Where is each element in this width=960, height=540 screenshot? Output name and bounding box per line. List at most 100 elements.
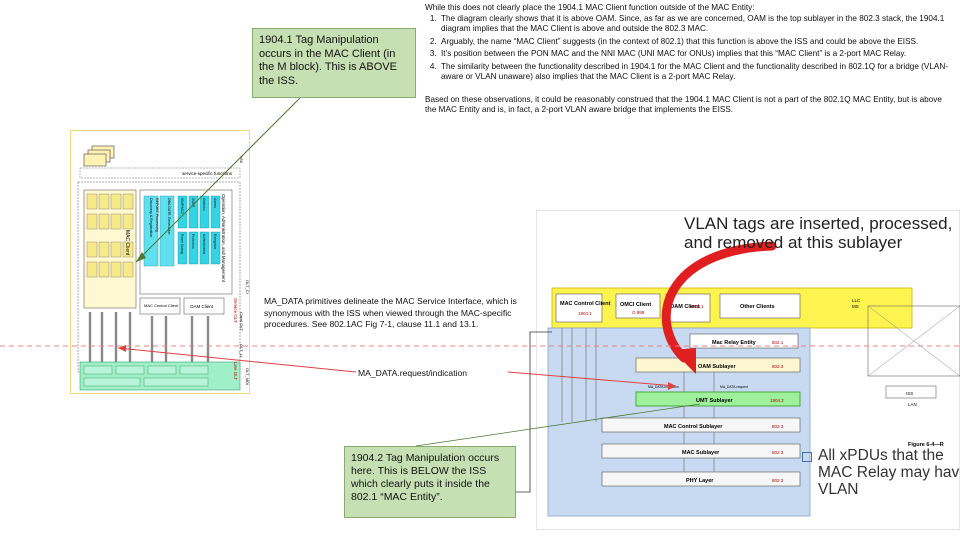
func-box xyxy=(210,231,221,265)
oam-sublayer-ref: 802.3 xyxy=(772,364,784,369)
phy-layer-box xyxy=(601,471,801,487)
line-olt-cell xyxy=(83,365,113,375)
stack-1904-2-diagram: MAC Control Client 1904.1 OAM Client 190… xyxy=(536,210,960,530)
func-box xyxy=(177,231,188,265)
side-label-mdi: OLT_MDI xyxy=(245,368,250,385)
func-box xyxy=(188,231,199,265)
umt-sublayer-ref: 1904.2 xyxy=(770,398,784,403)
red-curved-arrow xyxy=(661,241,777,363)
mac-sublayer-label: MAC Sublayer xyxy=(682,450,720,456)
line-olt-cell xyxy=(83,377,141,387)
mac-client-cell xyxy=(122,193,134,210)
box-snmp: SNMP xyxy=(191,198,195,207)
func-box xyxy=(188,195,199,229)
mac-client-cell xyxy=(98,241,110,258)
mac-client-cell xyxy=(86,213,98,230)
mac-client-cell xyxy=(98,213,110,230)
analysis-points: The diagram clearly shows that it is abo… xyxy=(439,14,955,83)
box-power: Power Saving xyxy=(180,234,184,254)
vlan-tag-note: VLAN tags are inserted, processed, and r… xyxy=(684,214,953,252)
mac-control-client-label: MAC Control Client xyxy=(144,303,179,308)
olt-stack-diagram: NNI service-specific functions MAC Clien… xyxy=(70,130,250,394)
line-olt-cell xyxy=(179,365,209,375)
oam-client-ref: 1904.1 xyxy=(690,304,704,309)
side-label-li: OLT_LI xyxy=(239,344,244,357)
line-olt-cell xyxy=(143,377,209,387)
umt-sublayer-box xyxy=(635,391,801,407)
func-box xyxy=(199,231,210,265)
side-label-nni: NNI xyxy=(239,156,244,163)
client-olt-label: Client OLT xyxy=(239,312,244,331)
mac-client-cell xyxy=(110,213,122,230)
ms-label: MS xyxy=(852,304,859,309)
box-stats: Statistics xyxy=(202,198,206,211)
omci-client-label: OMCI Client xyxy=(620,302,651,308)
figure-label: Figure 6-4—R xyxy=(908,442,944,448)
disc-reg-label: Discovery & Registration xyxy=(149,198,153,237)
analysis-point-2: Arguably, the name “MAC Client” suggests… xyxy=(439,37,955,48)
primitive-leader-right xyxy=(507,371,677,387)
iss-box xyxy=(885,385,937,399)
omci-client-box xyxy=(615,293,661,319)
func-box xyxy=(177,195,188,229)
bridge-diag-line xyxy=(867,305,960,377)
analysis-point-4: The similarity between the functionality… xyxy=(439,62,955,83)
mac-client-cell xyxy=(110,241,122,258)
mac-sublayer-ref: 802.3 xyxy=(772,450,784,455)
box-protection: Protection xyxy=(191,234,195,249)
oam-mgmt-label: Operation, Administration, and Managemen… xyxy=(221,194,226,283)
mac-sublayer-box xyxy=(601,443,801,459)
other-clients-box xyxy=(719,293,801,319)
callout-top-leader xyxy=(135,97,301,263)
iss-label: ISS xyxy=(906,391,913,396)
mac-relay-ref: 802.1 xyxy=(772,340,784,345)
primitive-arrowhead-right xyxy=(668,382,676,390)
mac-control-sublayer-ref: 802.3 xyxy=(772,424,784,429)
box-igmp: IGMP/MLD xyxy=(180,198,184,214)
mac-client-cell xyxy=(122,213,134,230)
callout-top-arrowhead xyxy=(136,252,146,262)
analysis-point-3: It’s position between the PON MAC and th… xyxy=(439,49,955,60)
mac-client-cell xyxy=(122,241,134,258)
callout-bottom-leader xyxy=(415,403,701,447)
analysis-intro: While this does not clearly place the 19… xyxy=(425,3,755,12)
mac-client-cell xyxy=(98,261,110,278)
other-clients-label: Other Clients xyxy=(740,304,775,310)
mac-control-client-box xyxy=(139,297,181,315)
mac-client-cell xyxy=(86,241,98,258)
mac-relay-label: Mac Relay Entity xyxy=(712,340,757,346)
box-encryption: Encryption xyxy=(213,234,217,249)
mac-client-cell xyxy=(110,261,122,278)
mac-client-cell xyxy=(86,261,98,278)
umt-sublayer-label: UMT Sublayer xyxy=(696,398,734,404)
report-proc-label: REPORT Processing xyxy=(155,198,159,232)
func-box xyxy=(210,195,221,229)
callout-1904-2: 1904.2 Tag Manipulation occurs here. Thi… xyxy=(344,446,516,518)
g988-label: G.988 xyxy=(632,310,645,315)
mac-client-cell xyxy=(86,193,98,210)
ma-data-note: MA_DATA primitives delineate the MAC Ser… xyxy=(264,296,517,329)
phy-layer-label: PHY Layer xyxy=(686,478,714,484)
red-arrowhead xyxy=(672,348,696,374)
lan-label: LAN xyxy=(908,402,917,407)
service-specific-label: service-specific functions xyxy=(182,171,233,176)
line-olt-cell xyxy=(115,365,145,375)
mac-control-sublayer-box xyxy=(601,417,801,433)
mac-control-client-ref: 1904.1 xyxy=(578,311,592,316)
mac-client-cell xyxy=(110,193,122,210)
side-label-ci: OLT_CI xyxy=(245,280,250,294)
service-band xyxy=(79,167,241,179)
primitive-label: MA_DATA.request/indication xyxy=(358,368,468,378)
analysis-text: While this does not clearly place the 19… xyxy=(425,3,955,116)
box-alarms: Alarms xyxy=(213,198,217,208)
llc-label: LLC xyxy=(852,298,861,303)
phy-layer-ref: 802.3 xyxy=(772,478,784,483)
oam-sublayer-box xyxy=(635,357,801,373)
line-olt-cell xyxy=(147,365,177,375)
nni-box xyxy=(83,153,107,167)
mac-control-sublayer-label: MAC Control Sublayer xyxy=(664,424,723,430)
mac-relay-box xyxy=(689,333,799,349)
disc-reg-box xyxy=(143,195,159,267)
oam-client-label: OAM Client xyxy=(190,304,214,309)
